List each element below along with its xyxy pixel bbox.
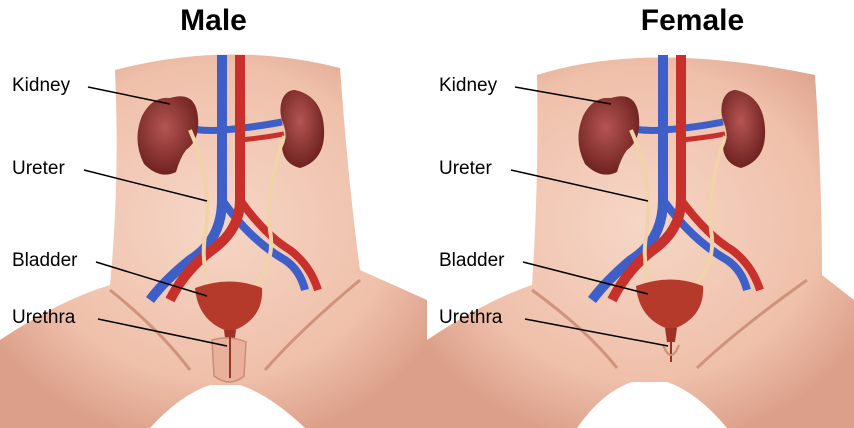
bladder-label: Bladder bbox=[439, 250, 505, 272]
kidney-label: Kidney bbox=[12, 75, 70, 97]
kidney-label: Kidney bbox=[439, 75, 497, 97]
body-shape bbox=[427, 58, 854, 428]
urethra-label: Urethra bbox=[439, 307, 502, 329]
female-title: Female bbox=[479, 4, 854, 38]
urethra-label: Urethra bbox=[12, 307, 75, 329]
male-diagram: Male Kidney Ureter Bladder Urethra bbox=[0, 0, 427, 428]
male-illustration bbox=[0, 0, 427, 428]
male-title: Male bbox=[0, 4, 427, 38]
female-illustration bbox=[427, 0, 854, 428]
female-diagram: Female Kidney Ureter Bladder Urethra bbox=[427, 0, 854, 428]
ureter-label: Ureter bbox=[12, 158, 65, 180]
bladder-label: Bladder bbox=[12, 250, 78, 272]
ureter-label: Ureter bbox=[439, 158, 492, 180]
